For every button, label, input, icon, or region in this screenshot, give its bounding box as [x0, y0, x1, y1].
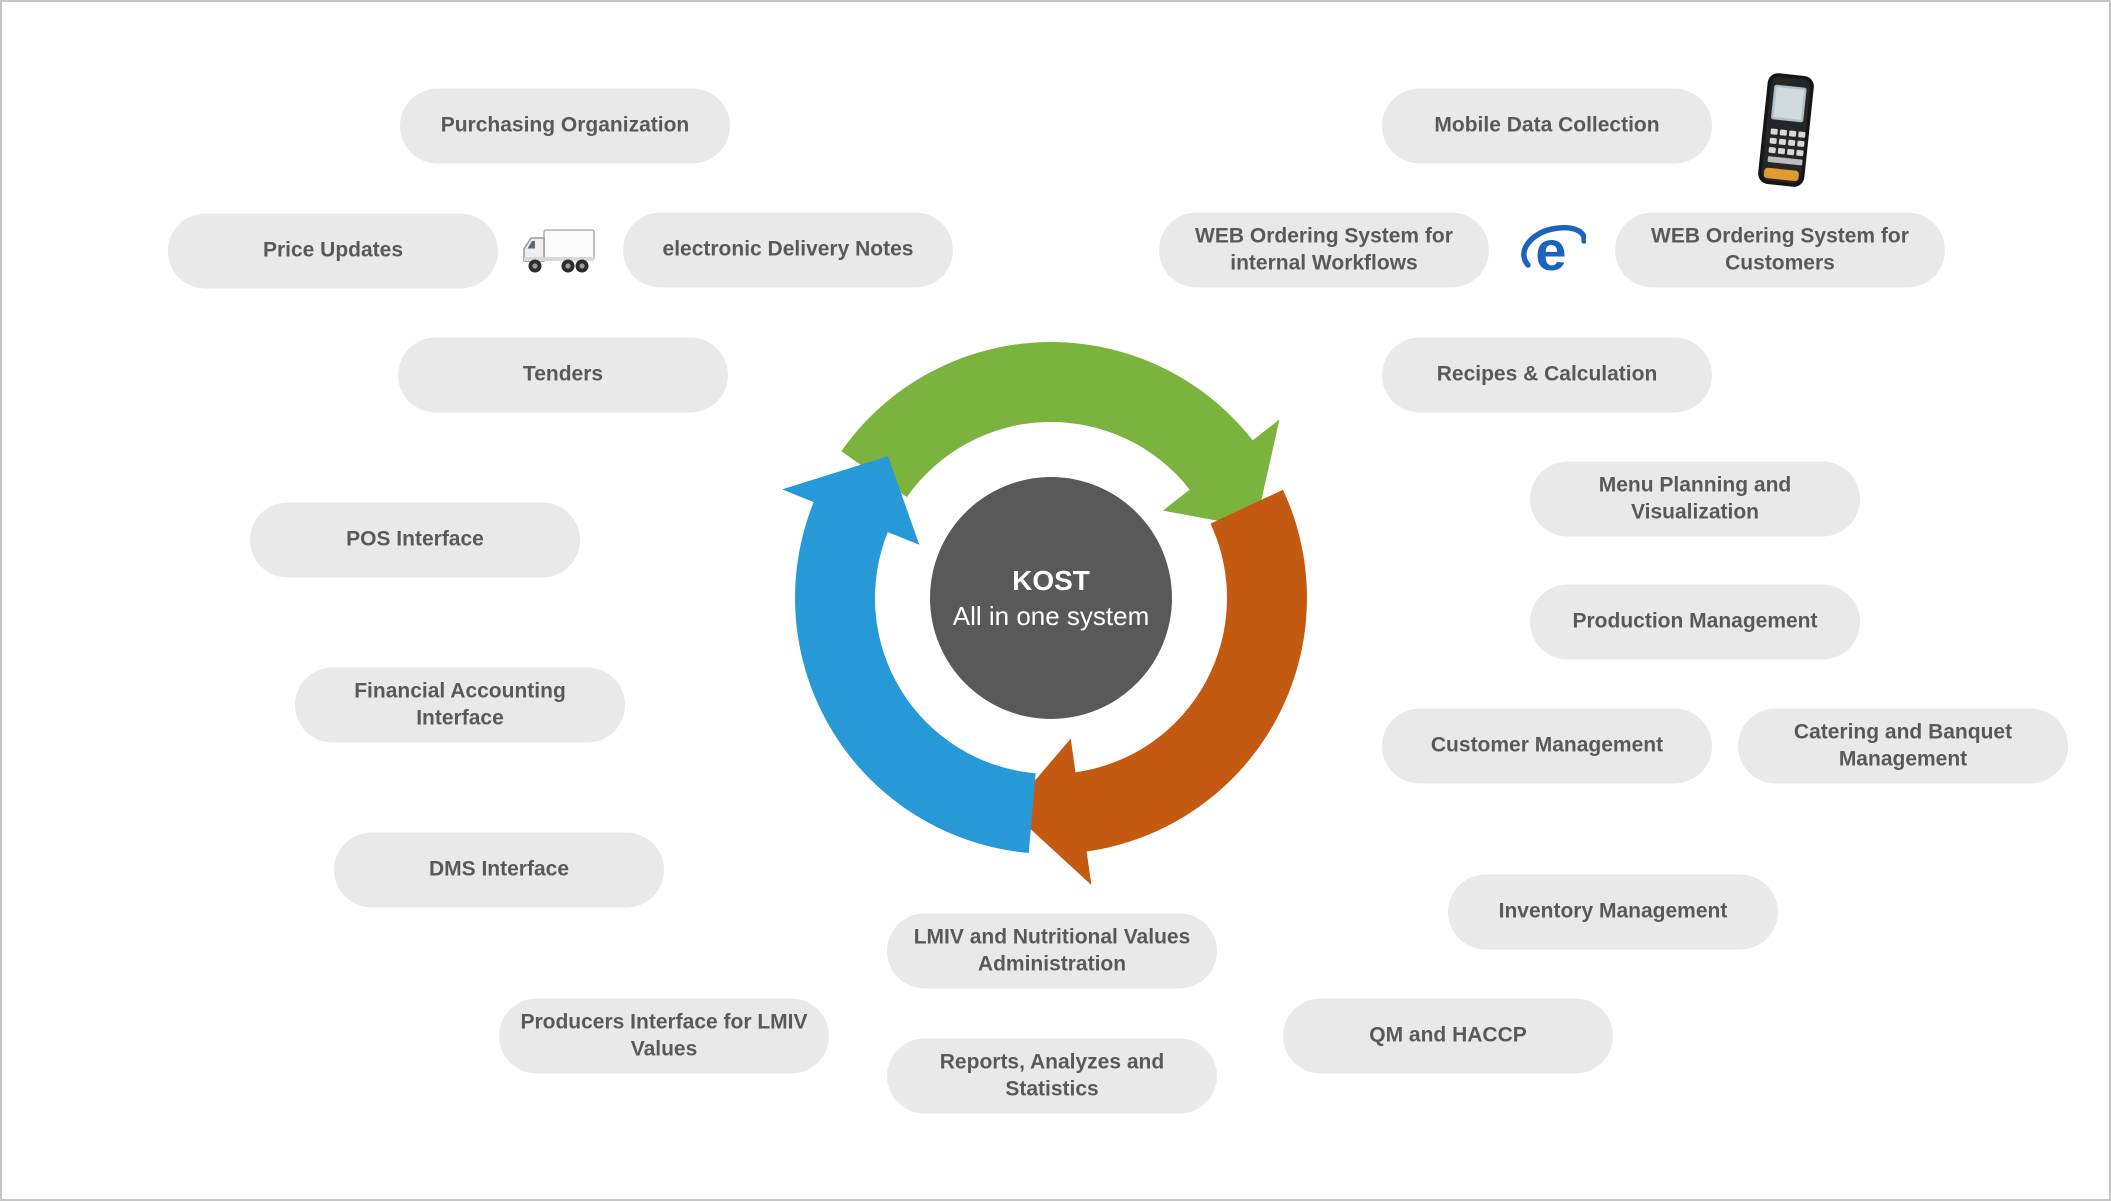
hub-title: KOST [1012, 564, 1090, 596]
hub-subtitle: All in one system [952, 600, 1150, 631]
pill-customer-management: Customer Management [1382, 708, 1712, 784]
orange-cycle-arrow [1009, 489, 1307, 886]
mobile-data-terminal-icon [1750, 72, 1822, 188]
pill-reports-analyzes-statistics: Reports, Analyzes and Statistics [887, 1038, 1217, 1114]
pill-lmiv-nutritional-values: LMIV and Nutritional Values Administrati… [887, 913, 1217, 989]
pill-electronic-delivery-notes: electronic Delivery Notes [623, 212, 953, 288]
pill-menu-planning-visualization: Menu Planning and Visualization [1530, 461, 1860, 537]
pill-producers-interface-lmiv: Producers Interface for LMIV Values [499, 998, 829, 1074]
pill-purchasing-organization: Purchasing Organization [400, 88, 730, 164]
pill-mobile-data-collection: Mobile Data Collection [1382, 88, 1712, 164]
pill-qm-haccp: QM and HACCP [1283, 998, 1613, 1074]
blue-cycle-arrow [782, 456, 1036, 854]
hub-circle: KOST All in one system [930, 477, 1172, 719]
green-cycle-arrow [841, 342, 1280, 528]
pill-inventory-management: Inventory Management [1448, 874, 1778, 950]
pill-financial-accounting-interface: Financial Accounting Interface [295, 667, 625, 743]
pill-recipes-calculation: Recipes & Calculation [1382, 337, 1712, 413]
pill-web-ordering-internal: WEB Ordering System for internal Workflo… [1159, 212, 1489, 288]
pill-catering-banquet-management: Catering and Banquet Management [1738, 708, 2068, 784]
internet-explorer-icon: e [1518, 219, 1587, 282]
pill-pos-interface: POS Interface [250, 502, 580, 578]
truck-icon [520, 224, 598, 278]
pill-web-ordering-customers: WEB Ordering System for Customers [1615, 212, 1945, 288]
pill-price-updates: Price Updates [168, 213, 498, 289]
pill-tenders: Tenders [398, 337, 728, 413]
pill-dms-interface: DMS Interface [334, 832, 664, 908]
pill-production-management: Production Management [1530, 584, 1860, 660]
